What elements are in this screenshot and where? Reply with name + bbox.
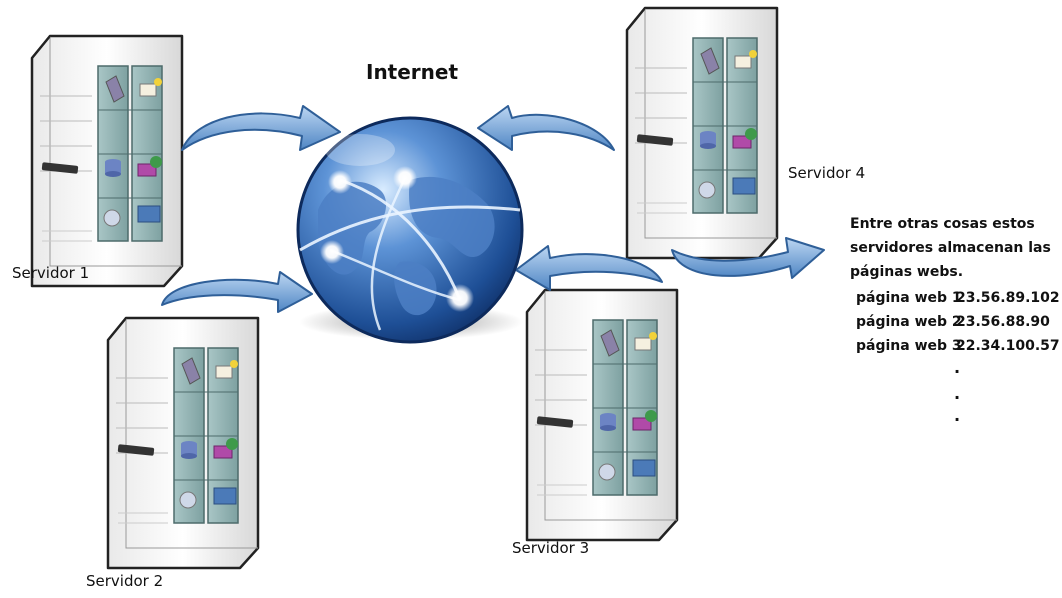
server-icon-2	[106, 316, 260, 570]
page-ip-3: 22.34.100.57	[956, 338, 1060, 354]
globe-icon	[296, 116, 524, 344]
curved-arrow-icon-3	[477, 105, 615, 151]
ellipsis-dot-2: .	[954, 384, 961, 403]
curved-arrow-icon-1	[181, 105, 341, 151]
server-label-1: Servidor 1	[12, 264, 90, 282]
page-name-2: página web 2	[856, 314, 962, 330]
server-label-2: Servidor 2	[86, 572, 164, 590]
page-ip-2: 23.56.88.90	[956, 314, 1050, 330]
server-label-4: Servidor 4	[788, 164, 866, 182]
diagram-title: Internet	[366, 60, 459, 84]
note-line-2: servidores almacenan las	[850, 240, 1051, 256]
page-ip-1: 23.56.89.102	[956, 290, 1060, 306]
ellipsis-dot-1: .	[954, 358, 961, 377]
description-note: Entre otras cosas estos servidores almac…	[850, 212, 1051, 284]
page-name-1: página web 1	[856, 290, 962, 306]
curved-arrow-icon-2	[161, 271, 313, 313]
server-icon-3	[525, 288, 679, 542]
server-icon-1	[30, 34, 184, 288]
server-label-3: Servidor 3	[512, 539, 590, 557]
ellipsis-dot-3: .	[954, 406, 961, 425]
note-line-1: Entre otras cosas estos	[850, 216, 1035, 232]
note-line-3: páginas webs.	[850, 264, 964, 280]
page-name-3: página web 3	[856, 338, 962, 354]
curved-arrow-icon-4	[515, 245, 663, 291]
curved-arrow-icon-5	[671, 237, 825, 279]
server-icon-4	[625, 6, 779, 260]
